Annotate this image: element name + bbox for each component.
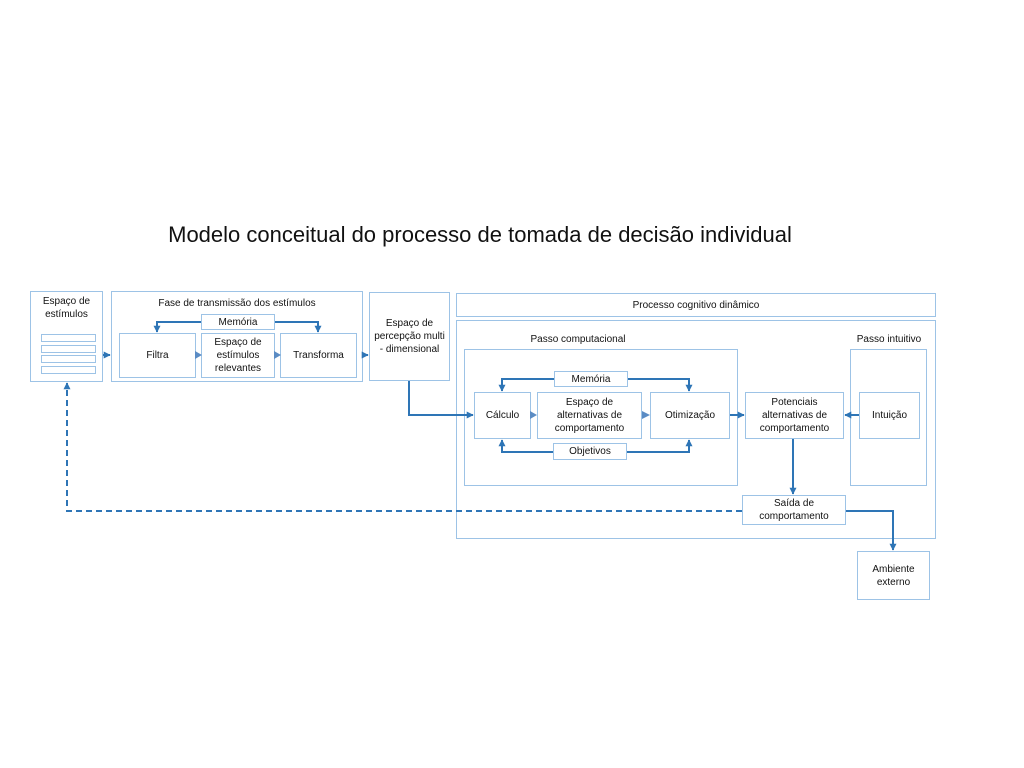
stimulus-space-label: Espaço de estímulos: [42, 296, 91, 320]
arrow-feedback-to-stimulus: [63, 382, 742, 512]
stimulus-strip-4: [41, 366, 96, 374]
behavior-output-box: Saída de comportamento: [742, 495, 846, 525]
stimulus-strip-1: [41, 334, 96, 342]
transform-box: Transforma: [280, 333, 357, 378]
perception-space-box: Espaço de percepção multi - dimensional: [369, 292, 450, 381]
diagram-title: Modelo conceitual do processo de tomada …: [168, 222, 792, 247]
intuition-box: Intuição: [859, 392, 920, 439]
potential-alternatives-box: Potenciais alternativas de comportamento: [745, 392, 844, 439]
behavior-alternatives-space-box: Espaço de alternativas de comportamento: [537, 392, 642, 439]
arrow-relevant-to-transform: [274, 351, 281, 359]
calculation-box: Cálculo: [474, 392, 531, 439]
cognitive-process-header: Processo cognitivo dinâmico: [456, 293, 936, 317]
optimization-box: Otimização: [650, 392, 730, 439]
arrow-output-to-environment: [846, 510, 897, 551]
stimulus-strip-3: [41, 355, 96, 363]
stimulus-strip-2: [41, 345, 96, 353]
arrow-filter-to-relevant: [195, 351, 202, 359]
intuitive-step-label: Passo intuitivo: [856, 334, 922, 345]
computational-step-label: Passo computacional: [530, 334, 626, 345]
transmission-phase-label: Fase de transmissão dos estímulos: [158, 298, 316, 309]
arrow-perception-to-calculation: [408, 381, 474, 419]
arrow-computational-memory-left: [498, 378, 554, 392]
arrow-calculation-to-space: [530, 411, 537, 419]
transmission-memory-box: Memória: [201, 314, 275, 330]
objectives-box: Objetivos: [553, 443, 627, 460]
arrow-computational-memory-right: [628, 378, 693, 392]
external-environment-box: Ambiente externo: [857, 551, 930, 600]
arrow-objectives-right: [627, 439, 693, 453]
arrow-objectives-left: [498, 439, 553, 453]
arrow-space-to-optimization: [642, 411, 650, 419]
computational-memory-box: Memória: [554, 371, 628, 387]
arrow-transmission-memory-to-transform: [275, 321, 322, 333]
relevant-stimuli-space-box: Espaço de estímulos relevantes: [201, 333, 275, 378]
arrow-transmission-memory-loop: [153, 321, 201, 333]
